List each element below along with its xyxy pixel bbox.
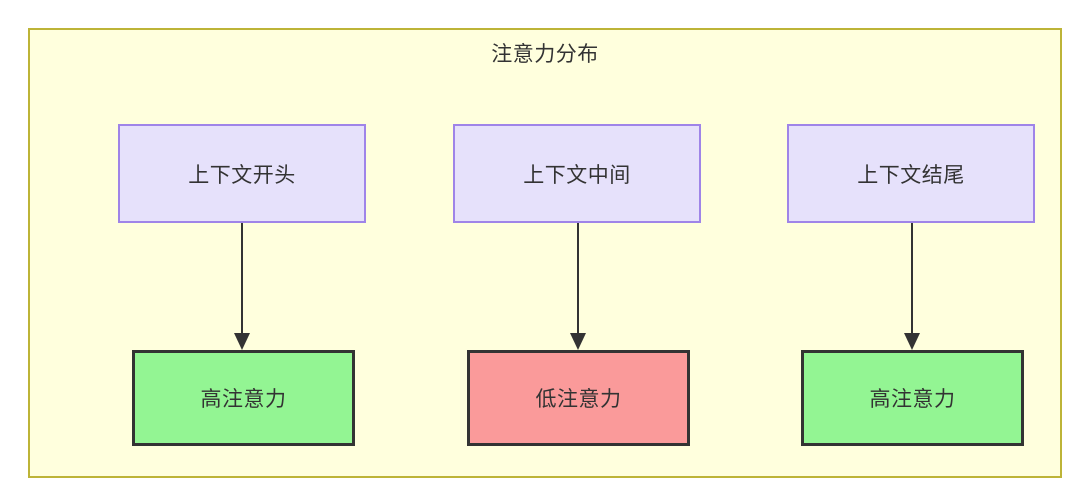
diagram-title: 注意力分布 [491,42,599,66]
edge-context-start-to-high-attention [234,223,250,350]
edge-context-middle-to-low-attention [570,223,586,350]
node-context-start[interactable]: 上下文开头 [118,124,366,223]
down-arrow-icon [904,333,920,350]
arrow-line [241,223,243,336]
edge-context-end-to-high-attention [904,223,920,350]
node-high-attention-end[interactable]: 高注意力 [801,350,1024,446]
arrow-line [911,223,913,336]
attention-distribution-group: 注意力分布 上下文开头 上下文中间 上下文结尾 高注意力 低注意力 高注意力 [28,28,1062,478]
arrow-line [577,223,579,336]
node-high-attention-start[interactable]: 高注意力 [132,350,355,446]
node-context-middle[interactable]: 上下文中间 [453,124,701,223]
down-arrow-icon [570,333,586,350]
node-low-attention-middle[interactable]: 低注意力 [467,350,690,446]
node-context-end[interactable]: 上下文结尾 [787,124,1035,223]
down-arrow-icon [234,333,250,350]
